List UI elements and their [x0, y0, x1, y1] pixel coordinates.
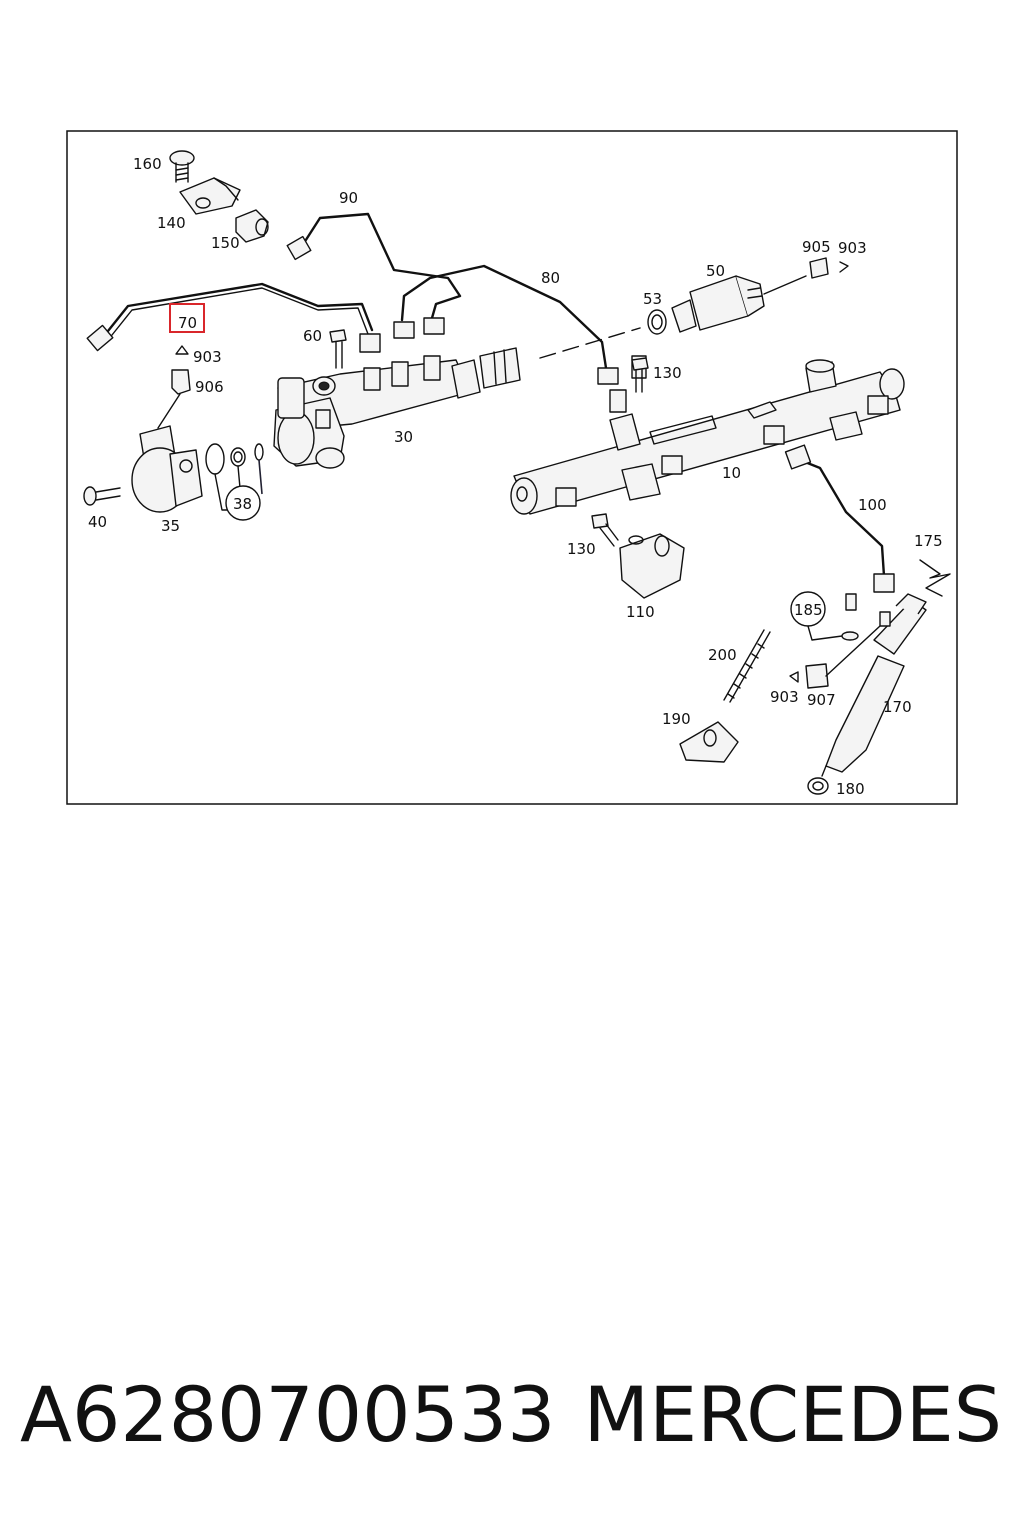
- callout-70: 70: [178, 314, 197, 332]
- bolt-60-illustration: [329, 329, 347, 369]
- callout-35: 35: [161, 517, 180, 535]
- fuel-rail-10-illustration: [510, 355, 905, 515]
- callout-907: 907: [807, 691, 836, 709]
- connector-symbol-905-903: [809, 257, 849, 279]
- clamp-190-illustration: [679, 721, 739, 763]
- bolt-40-illustration: [83, 486, 121, 506]
- bolt-130-lower-illustration: [591, 513, 619, 547]
- stud-185-illustration: [790, 591, 859, 641]
- callout-903-left: 903: [193, 348, 222, 366]
- part-number-text: A6280700533: [20, 1370, 556, 1459]
- callout-110: 110: [626, 603, 655, 621]
- fuel-line-100-illustration: [784, 444, 895, 593]
- callout-40: 40: [88, 513, 107, 531]
- fuel-line-80-illustration: [393, 264, 641, 385]
- callout-140: 140: [157, 214, 186, 232]
- callout-100: 100: [858, 496, 887, 514]
- callout-38: 38: [233, 495, 252, 513]
- bracket-110-illustration: [619, 533, 685, 599]
- callout-175: 175: [914, 532, 943, 550]
- callout-903-lower: 903: [770, 688, 799, 706]
- callout-60: 60: [303, 327, 322, 345]
- callout-150: 150: [211, 234, 240, 252]
- callout-10: 10: [722, 464, 741, 482]
- callout-200: 200: [708, 646, 737, 664]
- bolt-130-upper-illustration: [631, 357, 649, 393]
- callout-30: 30: [394, 428, 413, 446]
- injector-170-illustration: [821, 593, 927, 777]
- callout-903-top: 903: [838, 239, 867, 257]
- seals-38-illustration: [205, 443, 264, 521]
- connector-symbol-903-906: [157, 345, 191, 429]
- seal-180-illustration: [807, 777, 829, 795]
- callout-90: 90: [339, 189, 358, 207]
- parts-diagram: 160 140 150 90 80 50 905 903 53 70 60 90…: [66, 130, 958, 805]
- bracket-assembly-illustration: [169, 150, 269, 243]
- clip-175-illustration: [919, 559, 951, 597]
- brand-name-text: MERCEDES: [583, 1370, 1002, 1459]
- pressure-sensor-illustration: [647, 275, 807, 335]
- callout-160: 160: [133, 155, 162, 173]
- callout-130-lower: 130: [567, 540, 596, 558]
- callout-130-upper: 130: [653, 364, 682, 382]
- callout-170: 170: [883, 698, 912, 716]
- fuel-line-70-illustration: [86, 282, 381, 353]
- pump-unit-30-illustration: [273, 347, 521, 469]
- callout-190: 190: [662, 710, 691, 728]
- connector-symbol-903-907: [789, 625, 881, 689]
- callout-70-highlight: [169, 303, 205, 333]
- callout-906: 906: [195, 378, 224, 396]
- fuel-line-90-illustration: [286, 212, 462, 335]
- callout-180: 180: [836, 780, 865, 798]
- sensor-35-illustration: [131, 425, 203, 513]
- callout-50: 50: [706, 262, 725, 280]
- callout-53: 53: [643, 290, 662, 308]
- callout-80: 80: [541, 269, 560, 287]
- callout-185: 185: [794, 601, 823, 619]
- diagram-frame: [66, 130, 958, 805]
- part-footer: A6280700533 MERCEDES: [0, 1370, 1024, 1480]
- stud-200-illustration: [723, 629, 771, 703]
- callout-905: 905: [802, 238, 831, 256]
